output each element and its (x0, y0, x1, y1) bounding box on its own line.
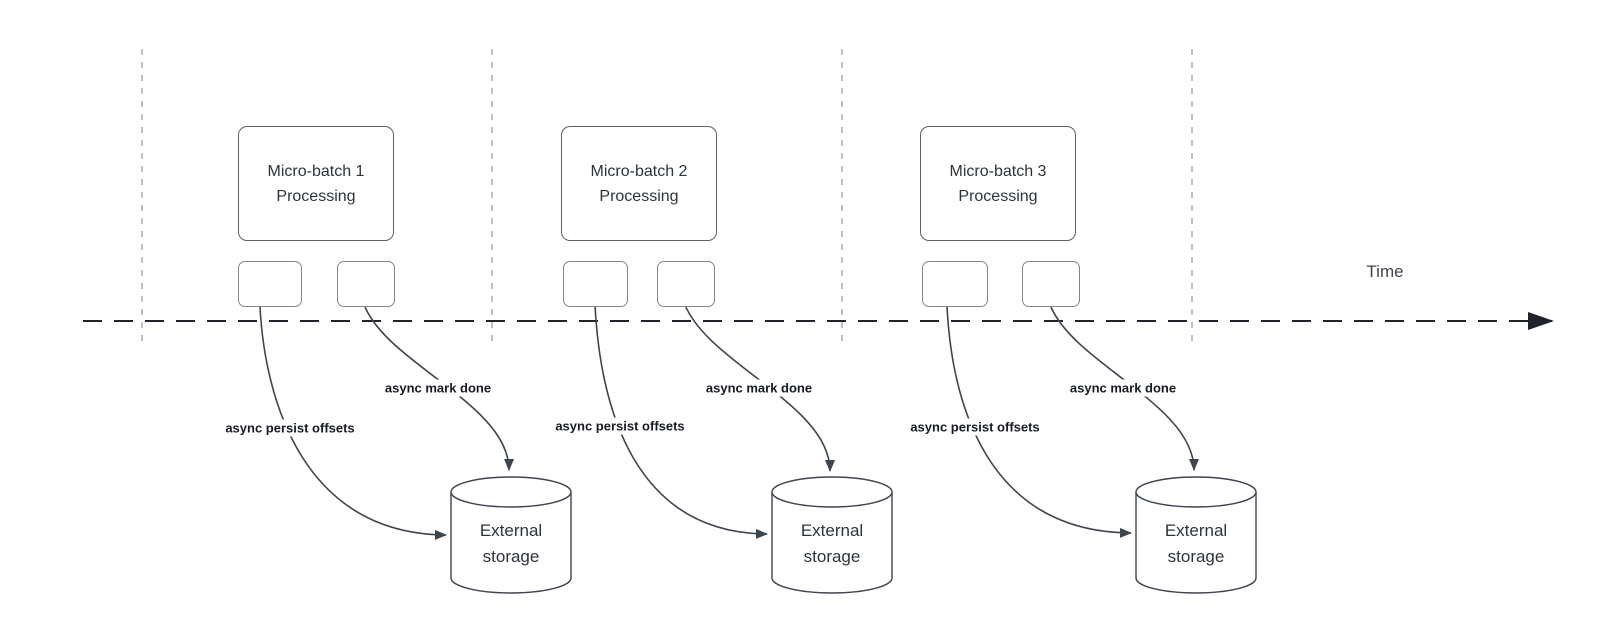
persist-offsets-label-2: async persist offsets (552, 417, 688, 435)
time-axis-label: Time (1366, 262, 1404, 281)
batch-3-done-task-box (1022, 261, 1080, 307)
mark-done-label-2: async mark done (702, 379, 816, 397)
batch-2-offset-task-box (563, 261, 628, 307)
persist-offsets-arrow-3 (946, 306, 1132, 538)
persist-offsets-arrow-1 (259, 306, 447, 540)
batch-2-done-task-box (657, 261, 715, 307)
micro-batch-1-label: Micro-batch 1 Processing (267, 162, 365, 205)
micro-batch-1-processing-box: Micro-batch 1 Processing (238, 126, 394, 241)
external-storage-label-3: External storage (1164, 521, 1228, 566)
persist-offsets-label-3: async persist offsets (907, 418, 1043, 436)
batch-1-offset-task-box (238, 261, 302, 307)
storage-cylinder-3 (1135, 476, 1257, 594)
batch-1-done-task-box (337, 261, 395, 307)
micro-batch-2-processing-box: Micro-batch 2 Processing (561, 126, 717, 241)
mark-done-label-3: async mark done (1066, 379, 1180, 397)
external-storage-label-2: External storage (800, 521, 864, 566)
storage-cylinder-2 (771, 476, 893, 594)
persist-offsets-label-1: async persist offsets (222, 419, 358, 437)
micro-batch-3-processing-box: Micro-batch 3 Processing (920, 126, 1076, 241)
external-storage-label-1: External storage (479, 521, 543, 566)
storage-cylinder-1 (450, 476, 572, 594)
persist-offsets-arrow-2 (594, 304, 768, 539)
batch-3-offset-task-box (922, 261, 988, 307)
mark-done-label-1: async mark done (381, 379, 495, 397)
micro-batch-3-label: Micro-batch 3 Processing (949, 162, 1047, 205)
micro-batch-2-label: Micro-batch 2 Processing (590, 162, 688, 205)
